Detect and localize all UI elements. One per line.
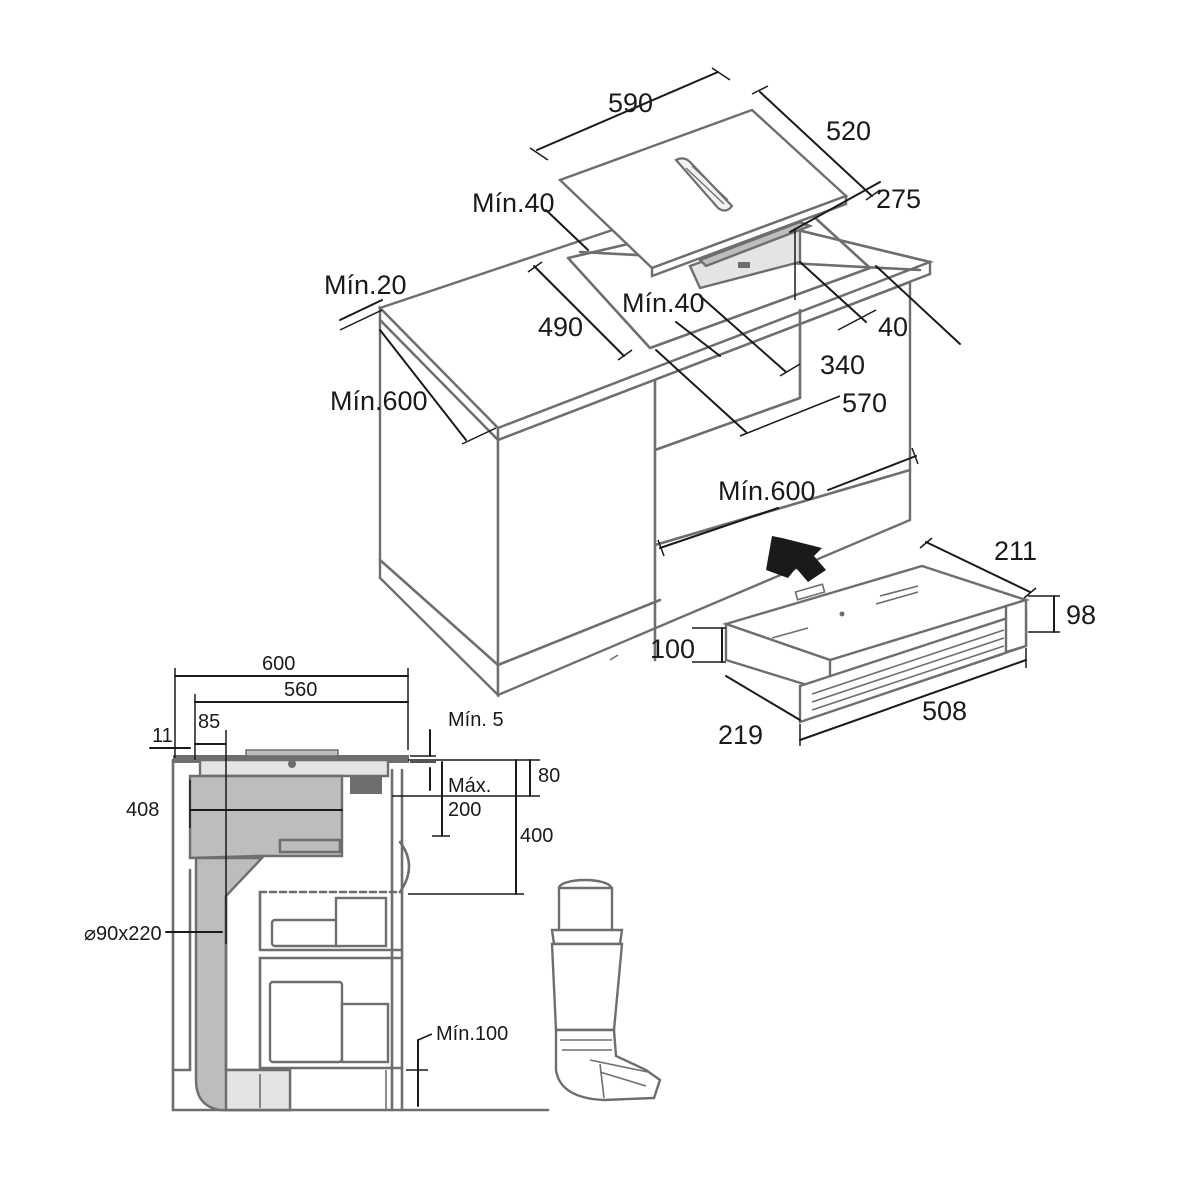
dim-line-40 bbox=[799, 261, 867, 323]
label-11: 11 bbox=[152, 725, 173, 747]
pot-large bbox=[268, 980, 344, 1064]
hob-label-plate bbox=[738, 262, 750, 268]
hob-vent-shadow bbox=[697, 220, 814, 268]
section-hob-body bbox=[198, 758, 390, 778]
dim-line-min600-cabinet-b bbox=[827, 455, 917, 491]
label-min100: Mín.100 bbox=[436, 1023, 508, 1045]
motor-end-cap bbox=[1004, 598, 1028, 654]
label-590: 590 bbox=[608, 88, 653, 118]
dim-line-570-left bbox=[655, 349, 747, 433]
label-85: 85 bbox=[198, 711, 220, 733]
plinth-line-left bbox=[378, 558, 500, 667]
label-400: 400 bbox=[520, 825, 553, 847]
dim-line-508 bbox=[799, 659, 1027, 741]
section-drawer2 bbox=[258, 956, 404, 1070]
insert-arrow-icon bbox=[766, 536, 826, 582]
hob-front-edge bbox=[650, 194, 848, 278]
hob-unit bbox=[557, 108, 849, 290]
label-560: 560 bbox=[284, 679, 317, 701]
cabinet-tick-mark bbox=[609, 654, 619, 661]
section-drawer-handle bbox=[398, 840, 411, 894]
dim-line-490 bbox=[533, 265, 625, 357]
label-200: 200 bbox=[448, 799, 481, 821]
label-219: 219 bbox=[718, 720, 763, 750]
dim-line-211 bbox=[925, 541, 1031, 593]
dim-line-min40-front bbox=[545, 209, 589, 251]
pot-small-b bbox=[334, 896, 388, 948]
label-min5: Mín. 5 bbox=[448, 709, 504, 731]
section-extractor-box bbox=[188, 774, 344, 860]
cabinet-side-face bbox=[496, 280, 912, 697]
label-40: 40 bbox=[878, 312, 908, 342]
label-275: 275 bbox=[876, 184, 921, 214]
cabinet-interior-floor bbox=[653, 468, 912, 547]
motor-grille bbox=[811, 629, 1005, 719]
label-min600-left: Mín.600 bbox=[330, 386, 428, 416]
dim-line-570-right bbox=[875, 265, 961, 345]
section-hob-electronics bbox=[350, 776, 382, 794]
label-340: 340 bbox=[820, 350, 865, 380]
label-520: 520 bbox=[826, 116, 871, 146]
label-80: 80 bbox=[538, 765, 560, 787]
motor-top-slots bbox=[771, 585, 919, 639]
label-408: 408 bbox=[126, 799, 159, 821]
label-min40-inner: Mín.40 bbox=[622, 288, 705, 318]
label-211: 211 bbox=[994, 536, 1037, 566]
dim-line-219 bbox=[725, 675, 801, 721]
pot-large-b bbox=[340, 1002, 390, 1064]
dim-line-min600-cabinet bbox=[659, 507, 779, 549]
section-view bbox=[171, 749, 550, 1112]
label-98: 98 bbox=[1066, 600, 1096, 630]
dim-line-340 bbox=[699, 295, 787, 373]
label-duct: ⌀90x220 bbox=[84, 923, 162, 945]
label-600: 600 bbox=[262, 653, 295, 675]
label-min20: Mín.20 bbox=[324, 270, 407, 300]
label-570: 570 bbox=[842, 388, 887, 418]
section-hob-glass bbox=[245, 749, 339, 757]
section-drawer1 bbox=[258, 890, 404, 952]
motor-unit bbox=[722, 564, 1030, 724]
label-max: Máx. bbox=[448, 775, 491, 797]
motor-outlet bbox=[794, 583, 826, 601]
label-min40-front: Mín.40 bbox=[472, 188, 555, 218]
dim-line-min20 bbox=[339, 299, 383, 321]
label-min600-cabinet: Mín.600 bbox=[718, 476, 816, 506]
dim-line-520 bbox=[759, 91, 873, 197]
label-508: 508 bbox=[922, 696, 967, 726]
dim-line-275 bbox=[789, 181, 881, 233]
motor-dimensions bbox=[692, 537, 1060, 746]
pot-small bbox=[270, 918, 346, 948]
flexible-duct bbox=[550, 878, 662, 1102]
label-490: 490 bbox=[538, 312, 583, 342]
label-100: 100 bbox=[650, 634, 695, 664]
plinth-line-right bbox=[496, 598, 662, 667]
labels: 590 520 275 Mín.40 490 Mín.40 40 340 570… bbox=[84, 88, 1096, 1045]
dim-line-min600-left bbox=[379, 329, 467, 441]
cabinet-interior-back bbox=[653, 308, 802, 452]
dim-line-590 bbox=[536, 71, 719, 151]
section-dimensions bbox=[149, 668, 540, 1107]
dim-line-min40-inner bbox=[675, 321, 721, 357]
isometric-dimensions bbox=[339, 67, 961, 557]
